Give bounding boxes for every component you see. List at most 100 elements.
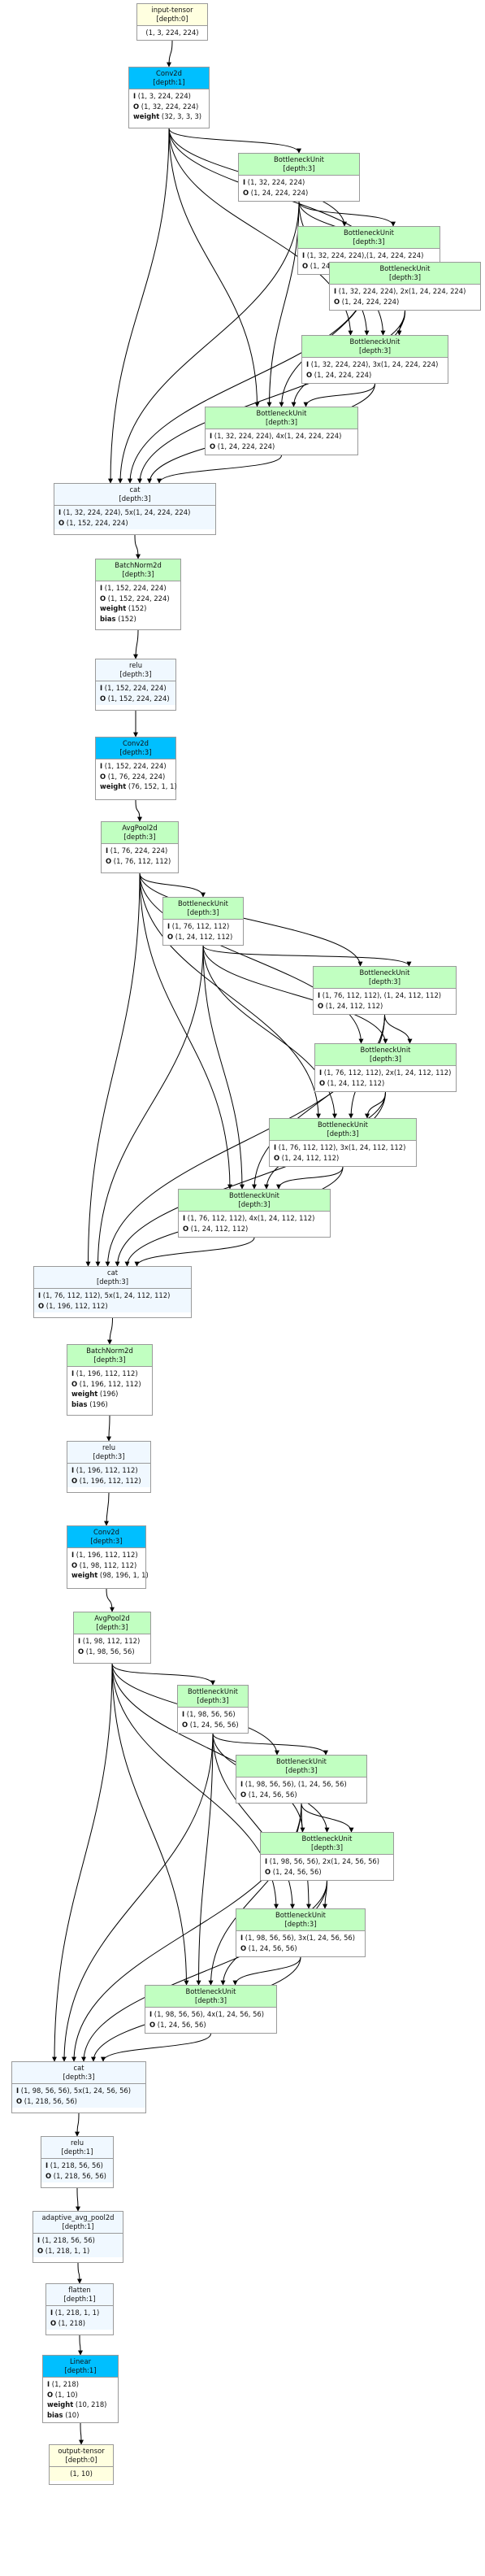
edge-ap2-to-b35	[111, 1663, 189, 1986]
node-row: weight (98, 196, 1, 1)	[71, 1570, 149, 1581]
node-row: (1, 10)	[54, 2469, 109, 2479]
row-key: I	[100, 762, 103, 770]
node-linear-lin: Linear[depth:1]I (1, 218)O (1, 10)weight…	[42, 2355, 119, 2423]
edge-ap1-to-cat2	[85, 872, 141, 1267]
row-value: (1, 76, 112, 112), 4x(1, 24, 112, 112)	[187, 1214, 315, 1222]
node-name: BottleneckUnit	[256, 409, 307, 417]
row-value: (1, 196, 112, 112)	[45, 1301, 108, 1310]
node-name: BatchNorm2d	[115, 561, 162, 569]
row-key: weight	[47, 2400, 74, 2408]
edge-lin-to-out	[78, 2422, 84, 2445]
node-body: I (1, 152, 224, 224)O (1, 152, 224, 224)…	[96, 581, 180, 625]
row-key: bias	[71, 1399, 88, 1408]
node-name: relu	[102, 1443, 116, 1451]
node-cat-cat3: cat[depth:3]I (1, 98, 56, 56), 5x(1, 24,…	[11, 2061, 146, 2113]
row-key: I	[302, 251, 305, 259]
node-name: Conv2d	[156, 69, 182, 77]
node-row: O (1, 24, 56, 56)	[182, 1720, 244, 1730]
node-row: I (1, 32, 224, 224), 5x(1, 24, 224, 224)	[58, 507, 211, 518]
row-key: O	[78, 1647, 84, 1656]
node-row: I (1, 152, 224, 224)	[100, 761, 171, 772]
row-value: (10, 218)	[75, 2400, 107, 2408]
node-name: BottleneckUnit	[318, 1120, 368, 1129]
node-body: I (1, 3, 224, 224)O (1, 32, 224, 224)wei…	[129, 89, 209, 124]
edge-ap2-to-b31	[111, 1663, 215, 1686]
row-value: (1, 98, 56, 56), 2x(1, 24, 56, 56)	[269, 1857, 380, 1865]
row-key: O	[100, 772, 106, 781]
row-key: I	[318, 991, 321, 999]
node-name: output-tensor	[58, 2447, 105, 2455]
node-row: I (1, 152, 224, 224)	[100, 583, 176, 594]
row-value: (1, 196, 112, 112)	[76, 1466, 138, 1474]
node-header: cat[depth:3]	[34, 1267, 191, 1289]
node-name: BottleneckUnit	[185, 1987, 236, 1995]
node-header: Linear[depth:1]	[43, 2356, 118, 2378]
edge-c1-to-cat1	[108, 128, 170, 484]
row-value: (1, 98, 56, 56)	[186, 1710, 236, 1718]
node-row: I (1, 196, 112, 112)	[71, 1465, 146, 1476]
edge-c2-to-ap1	[135, 799, 142, 822]
node-header: BottleneckUnit[depth:3]	[302, 336, 448, 358]
node-row: O (1, 76, 112, 112)	[106, 856, 174, 867]
node-row: O (1, 24, 112, 112)	[183, 1224, 326, 1234]
node-depth: [depth:1]	[63, 2295, 96, 2303]
node-row: I (1, 32, 224, 224), 4x(1, 24, 224, 224)	[210, 431, 353, 442]
node-body: I (1, 76, 112, 112), 5x(1, 24, 112, 112)…	[34, 1289, 191, 1312]
node-depth: [depth:3]	[119, 670, 152, 678]
edge-ap2-to-b33	[111, 1663, 305, 1833]
node-depth: [depth:3]	[63, 2073, 95, 2081]
row-value: (1, 24, 224, 224)	[217, 442, 275, 450]
node-depth: [depth:3]	[353, 237, 385, 246]
node-row: I (1, 98, 56, 56)	[182, 1709, 244, 1720]
node-depth: [depth:3]	[96, 1623, 128, 1631]
row-value: (1, 152, 224, 224)	[107, 694, 170, 703]
node-row: I (1, 76, 112, 112), (1, 24, 112, 112)	[318, 990, 452, 1001]
node-row: I (1, 32, 224, 224), 3x(1, 24, 224, 224)	[306, 359, 444, 370]
node-avgpool2d-ap1: AvgPool2d[depth:3]I (1, 76, 224, 224)O (…	[101, 821, 179, 873]
edge-b31-to-cat3	[62, 1733, 214, 2062]
row-key: O	[274, 1153, 280, 1162]
node-row: weight (196)	[71, 1389, 148, 1399]
node-body: I (1, 32, 224, 224), 2x(1, 24, 224, 224)…	[330, 285, 480, 308]
row-key: O	[38, 1301, 45, 1310]
node-header: AvgPool2d[depth:3]	[102, 822, 178, 844]
row-value: (1, 196, 112, 112)	[79, 1379, 141, 1388]
row-value: (1, 76, 224, 224)	[107, 772, 166, 781]
node-row: I (1, 76, 112, 112), 3x(1, 24, 112, 112)	[274, 1142, 412, 1153]
node-depth: [depth:1]	[62, 2222, 94, 2230]
node-depth: [depth:3]	[96, 1277, 129, 1286]
node-header: Conv2d[depth:3]	[67, 1526, 145, 1548]
node-header: flatten[depth:1]	[46, 2284, 113, 2306]
node-row: O (1, 152, 224, 224)	[100, 594, 176, 604]
node-bottleneckunit-b12: BottleneckUnit[depth:3]I (1, 32, 224, 22…	[297, 226, 440, 275]
node-output-tensor-out: output-tensor[depth:0](1, 10)	[49, 2444, 114, 2485]
node-bottleneckunit-b31: BottleneckUnit[depth:3]I (1, 98, 56, 56)…	[177, 1685, 249, 1734]
node-name: Conv2d	[123, 739, 149, 747]
node-name: relu	[70, 2139, 84, 2147]
node-depth: [depth:3]	[369, 1055, 402, 1063]
node-row: O (1, 24, 56, 56)	[265, 1867, 389, 1878]
row-key: O	[106, 856, 112, 865]
node-header: BottleneckUnit[depth:3]	[206, 407, 357, 429]
row-value: (1, 98, 112, 112)	[79, 1560, 137, 1569]
row-value: (1, 24, 224, 224)	[250, 188, 309, 197]
row-value: (1, 3, 224, 224)	[145, 28, 199, 37]
row-key: I	[334, 287, 337, 295]
row-value: (1, 218, 1, 1)	[54, 2308, 100, 2317]
node-row: I (1, 218, 56, 56)	[45, 2160, 109, 2171]
node-bottleneckunit-b22: BottleneckUnit[depth:3]I (1, 76, 112, 11…	[313, 966, 457, 1015]
node-name: BottleneckUnit	[344, 228, 394, 237]
node-bottleneckunit-b13: BottleneckUnit[depth:3]I (1, 32, 224, 22…	[329, 262, 481, 311]
node-body: I (1, 98, 56, 56)O (1, 24, 56, 56)	[178, 1708, 248, 1731]
node-body: I (1, 218, 1, 1)O (1, 218)	[46, 2306, 113, 2330]
node-row: I (1, 98, 56, 56), 5x(1, 24, 56, 56)	[16, 2086, 141, 2096]
row-key: I	[45, 2161, 49, 2169]
row-value: (1, 10)	[70, 2469, 93, 2478]
edge-in-to-c1	[167, 40, 173, 67]
node-name: BottleneckUnit	[359, 968, 410, 977]
node-row: O (1, 196, 112, 112)	[38, 1301, 187, 1312]
row-key: O	[183, 1224, 189, 1233]
node-body: I (1, 218)O (1, 10)weight (10, 218)bias …	[43, 2378, 118, 2422]
edge-b15-to-cat1	[157, 455, 282, 484]
node-depth: [depth:3]	[238, 1200, 271, 1208]
